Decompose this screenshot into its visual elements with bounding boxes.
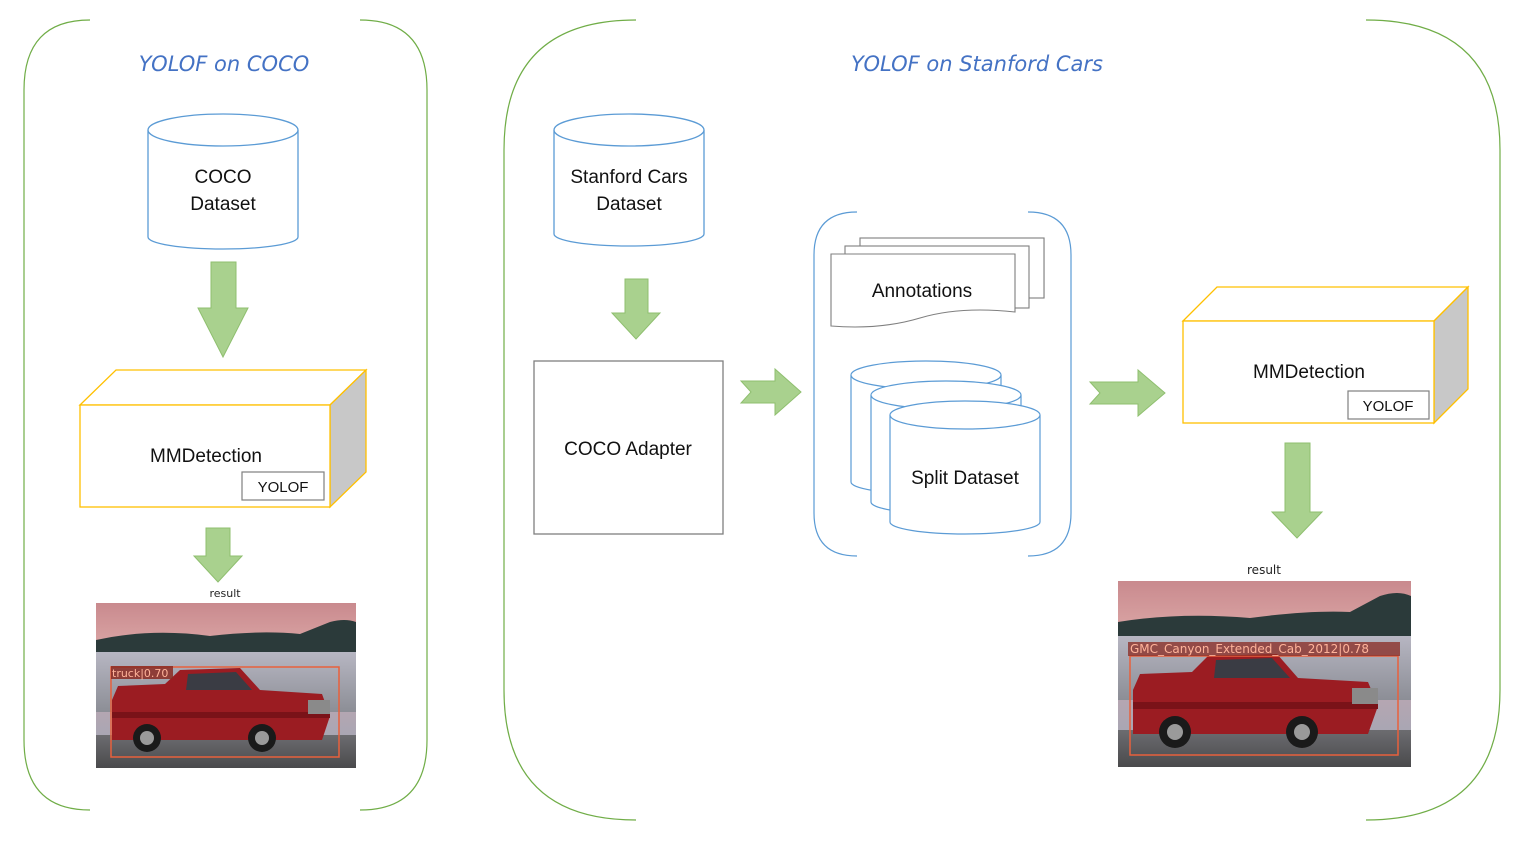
coco-truck-illustration [112,668,330,752]
split-group-right-bracket [1027,211,1072,557]
coco-yolof-label: YOLOF [258,479,309,496]
coco-mmdetection-label: MMDetection [150,446,262,467]
stanford-mmdetection-label: MMDetection [1253,362,1365,383]
stanford-detection-label: GMC_Canyon_Extended_Cab_2012|0.78 [1130,642,1369,656]
stanford-panel: YOLOF on Stanford Cars Stanford Cars Dat… [503,19,1501,821]
annotations-documents: Annotations [830,237,1045,328]
coco-mmdetection-box: MMDetection YOLOF [78,368,368,509]
split-dataset-label: Split Dataset [911,468,1019,489]
coco-result-image: truck|0.70 [96,603,356,768]
coco-panel-left-bracket [23,19,91,811]
coco-dataset-label-line1: COCO [195,167,252,188]
coco-panel-title: YOLOF on COCO [139,52,310,76]
stanford-down-arrow-2 [1270,442,1324,539]
split-group-left-bracket [813,211,858,557]
coco-dataset-cylinder: COCO Dataset [147,113,299,250]
stanford-mmdetection-box: MMDetection YOLOF [1181,285,1470,425]
split-dataset-cylinders: Split Dataset [850,360,1041,535]
stanford-panel-title: YOLOF on Stanford Cars [851,52,1103,76]
stanford-result-label: result [1247,563,1281,577]
stanford-panel-left-bracket [503,19,637,821]
coco-panel: YOLOF on COCO COCO Dataset MMDetection Y… [23,19,428,811]
stanford-truck-illustration [1133,654,1378,748]
coco-panel-right-bracket [359,19,428,811]
coco-adapter-box: COCO Adapter [533,360,724,535]
stanford-dataset-cylinder: Stanford Cars Dataset [553,113,705,247]
annotations-label: Annotations [872,281,972,302]
coco-detection-box [110,666,340,758]
stanford-right-arrow-2 [1088,368,1166,418]
stanford-yolof-tag [1347,390,1430,420]
split-dataset-group: Annotations Split Dataset [813,211,1072,557]
stanford-result-image: GMC_Canyon_Extended_Cab_2012|0.78 [1118,581,1411,767]
stanford-dataset-label-line1: Stanford Cars [570,167,687,188]
coco-down-arrow-1 [197,261,249,359]
stanford-dataset-label-line2: Dataset [596,194,662,215]
coco-down-arrow-2 [192,527,244,583]
stanford-yolof-label: YOLOF [1363,398,1414,415]
stanford-right-arrow-1 [739,367,802,417]
stanford-down-arrow-1 [610,278,662,340]
stanford-panel-right-bracket [1365,19,1501,821]
coco-yolof-tag [241,471,325,501]
coco-result-label: result [209,587,241,600]
coco-adapter-label: COCO Adapter [564,439,692,460]
coco-dataset-label-line2: Dataset [190,194,256,215]
coco-detection-label: truck|0.70 [112,667,168,680]
